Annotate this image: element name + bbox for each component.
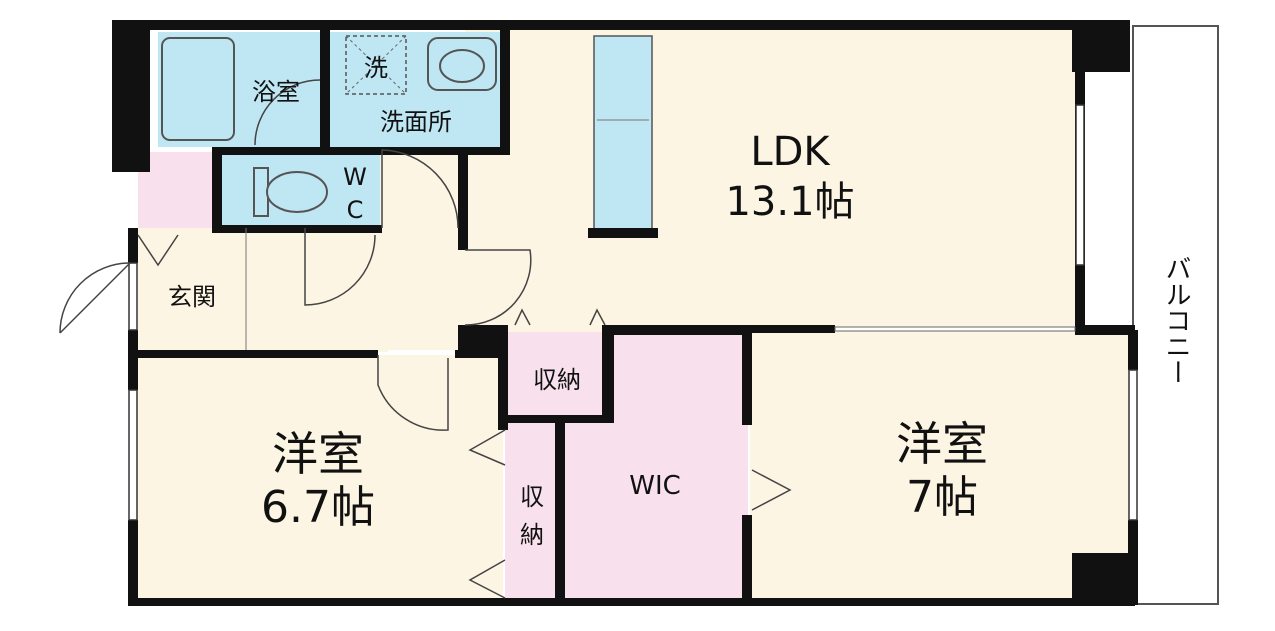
ldk-size: 13.1帖: [725, 179, 854, 225]
sink-basin: [439, 49, 485, 83]
fridge-space: [593, 35, 653, 233]
wc-label-c: C: [347, 196, 364, 224]
toilet-bowl: [266, 171, 328, 213]
washer-label: 洗: [364, 54, 388, 82]
entrance-door-frame: [128, 262, 138, 331]
hall-floor: [380, 150, 470, 350]
window-right-room: [1128, 369, 1138, 521]
western-right-size: 7帖: [906, 472, 978, 523]
western-right-name: 洋室: [896, 417, 988, 471]
wic-floor: [563, 335, 748, 603]
window-left-room: [128, 389, 138, 521]
entrance-floor: [138, 228, 388, 352]
toilet-tank: [253, 167, 269, 217]
western-left-size: 6.7帖: [261, 482, 375, 533]
sliding-partition: [834, 326, 1076, 332]
washroom-label: 洗面所: [380, 108, 452, 136]
window-ldk: [1075, 104, 1085, 266]
bath-label: 浴室: [252, 78, 300, 106]
storage-top-label: 収納: [533, 366, 581, 394]
balcony-label: バルコニー: [1161, 255, 1191, 385]
ldk-floor: [465, 26, 1077, 332]
door-swings: [59, 79, 792, 599]
wc-label-w: W: [343, 163, 367, 191]
storage-side-label-2: 納: [520, 521, 544, 549]
wic-label: WIC: [629, 471, 681, 501]
balcony-area: [1132, 25, 1219, 605]
washer-cross-2: [345, 35, 407, 95]
western-left-name: 洋室: [272, 427, 364, 481]
ldk-name: LDK: [750, 129, 831, 175]
western-right-floor: [750, 332, 1133, 602]
storage-side-label-1: 収: [520, 483, 544, 511]
storage-side-floor: [505, 422, 560, 602]
western-left-floor: [135, 355, 503, 603]
washer-cross-1: [345, 35, 407, 95]
bathtub: [161, 37, 235, 141]
entrance-label: 玄関: [168, 283, 216, 311]
